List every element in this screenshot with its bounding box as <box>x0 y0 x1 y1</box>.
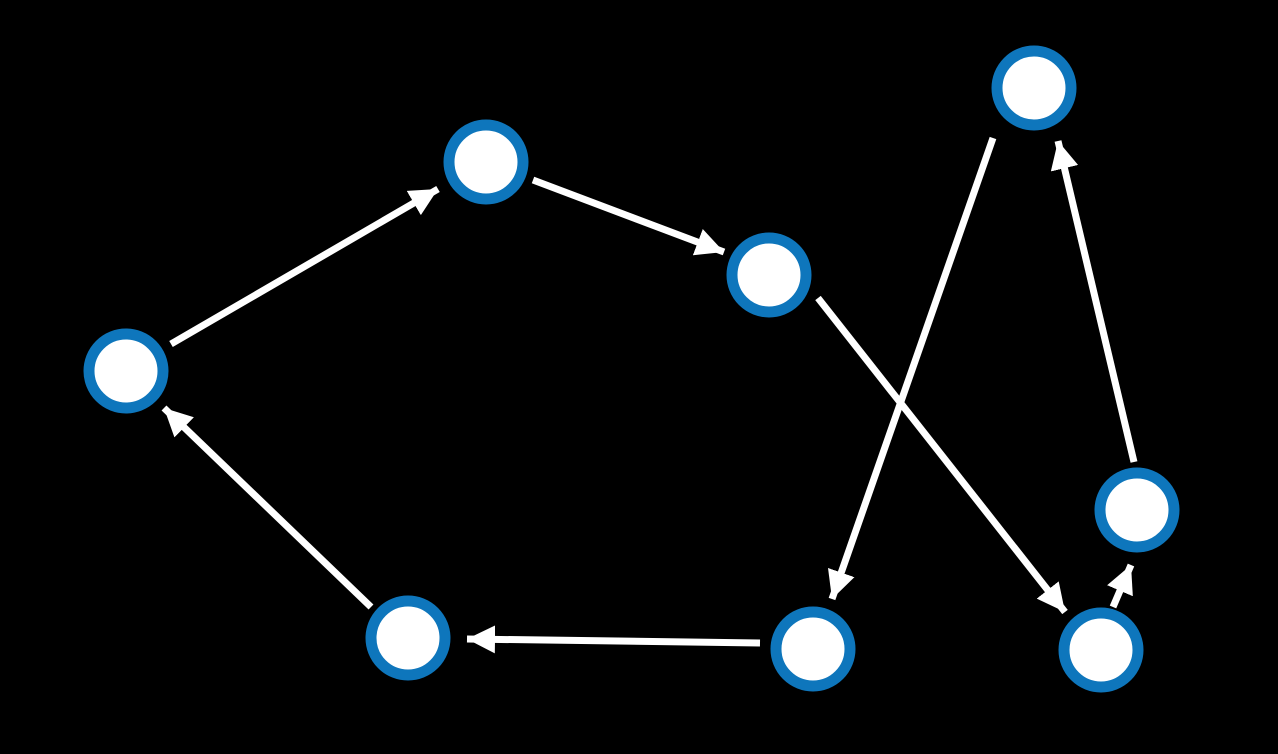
node-bottom-middle[interactable] <box>770 606 856 692</box>
edge-right-to-top-right[interactable] <box>1050 140 1138 463</box>
edge-left-to-top-middle[interactable] <box>169 185 440 348</box>
edge-top-right-to-bottom-middle[interactable] <box>828 136 997 601</box>
node-top-middle[interactable] <box>443 119 529 205</box>
node-center[interactable] <box>726 232 812 318</box>
node-top-right[interactable] <box>991 45 1077 131</box>
edge-bottom-middle-to-bottom-left[interactable] <box>466 625 761 654</box>
node-bottom-left[interactable] <box>365 595 451 681</box>
node-left[interactable] <box>83 328 169 414</box>
edge-center-to-bottom-right[interactable] <box>815 295 1068 615</box>
edge-bottom-right-to-right[interactable] <box>1107 563 1135 609</box>
edge-top-middle-to-center[interactable] <box>531 176 726 256</box>
node-right[interactable] <box>1094 467 1180 553</box>
edge-bottom-left-to-left[interactable] <box>161 405 374 610</box>
node-bottom-right[interactable] <box>1058 607 1144 693</box>
